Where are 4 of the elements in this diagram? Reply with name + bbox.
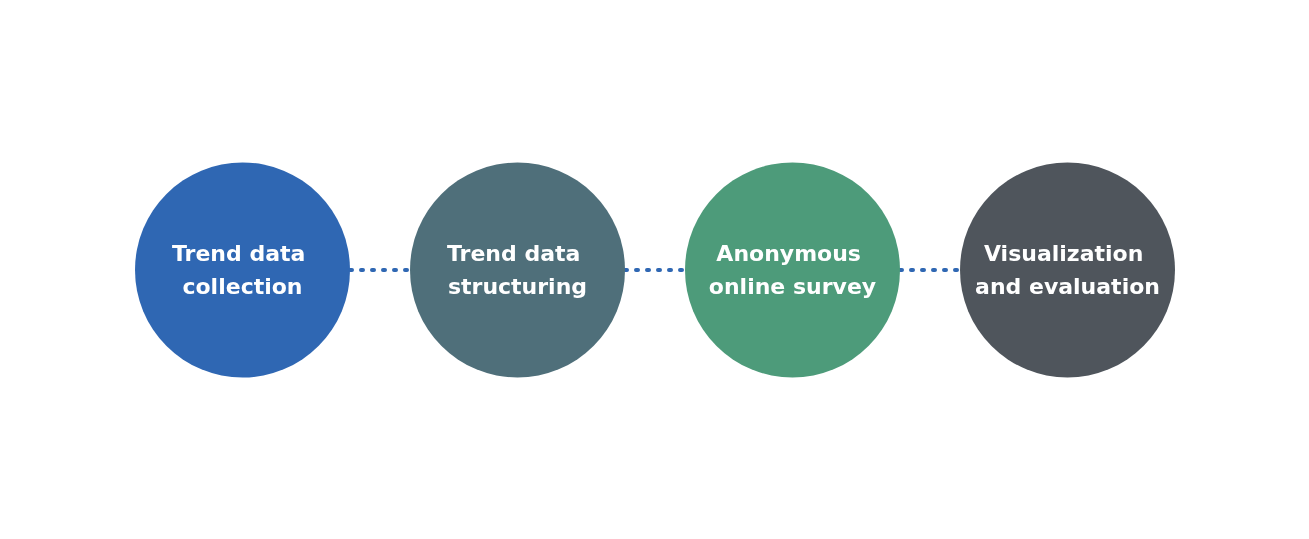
node-circle: Trend data structuring (409, 162, 625, 377)
node-circle: Visualization and evaluation (959, 162, 1175, 377)
node-circle: Trend data collection (134, 162, 350, 377)
node-circle: Anonymous online survey (684, 162, 900, 377)
